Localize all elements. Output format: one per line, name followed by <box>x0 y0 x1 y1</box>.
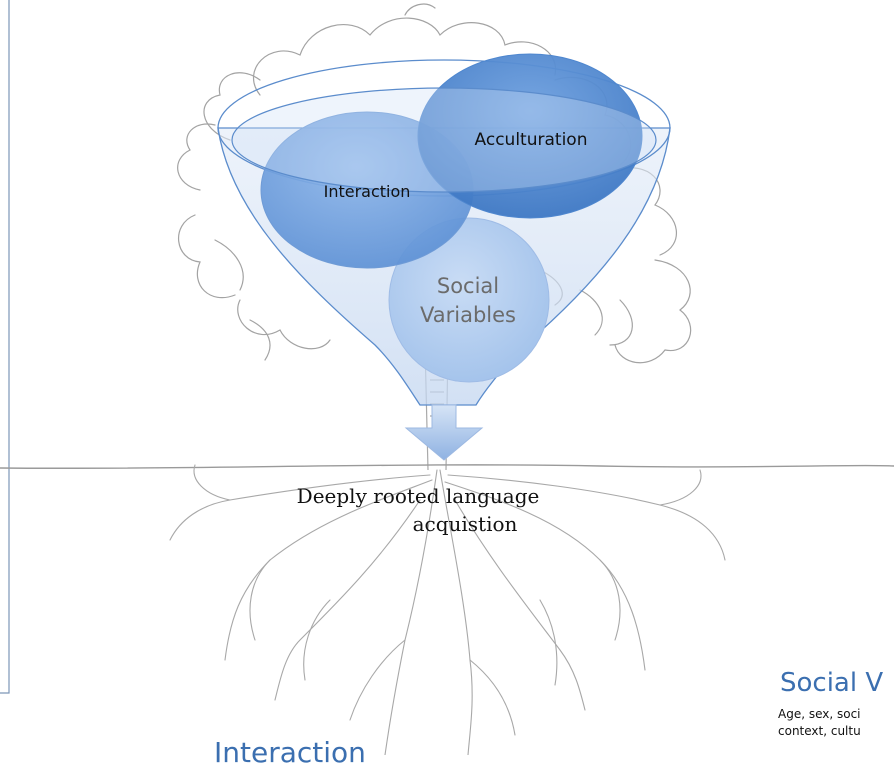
tree-roots <box>169 464 726 755</box>
funnel-rim-inner <box>231 87 657 193</box>
acculturation-circle <box>417 53 643 219</box>
interaction-label: Interaction <box>324 182 411 201</box>
outcome-label-line2: acquistion <box>413 512 518 536</box>
outcome-label-line1: Deeply rooted language <box>297 484 540 508</box>
social-variables-label-line1: Social <box>437 274 499 298</box>
side-panel-text: Age, sex, soci context, cultu <box>778 706 861 740</box>
side-panel-text-line1: Age, sex, soci <box>778 707 861 721</box>
acculturation-label: Acculturation <box>475 130 588 150</box>
social-variables-label-line2: Variables <box>420 303 516 327</box>
interaction-heading: Interaction <box>214 736 366 769</box>
side-panel-title: Social V <box>780 668 884 698</box>
frame-border <box>0 0 10 694</box>
side-panel-text-line2: context, cultu <box>778 724 861 738</box>
ground-line <box>0 464 894 470</box>
social-variables-circle <box>388 217 550 383</box>
down-arrow <box>404 404 484 461</box>
